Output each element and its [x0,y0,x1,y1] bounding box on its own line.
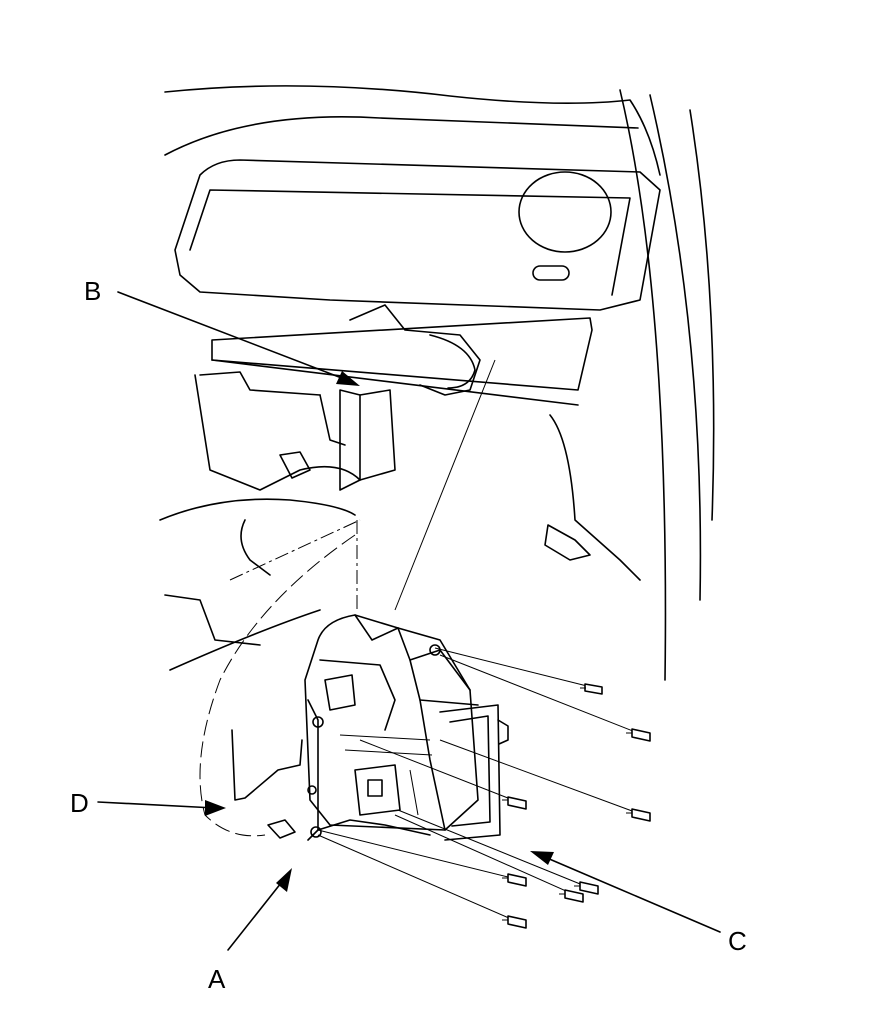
arrowhead-a [276,868,292,892]
wire-clip-bracket [231,729,303,839]
wire-harness-dashed [199,534,356,837]
screw-1 [434,647,603,695]
callout-label-b: B [84,276,101,306]
callout-label-d: D [70,788,89,818]
screw-7 [317,829,527,887]
dashboard-structure [159,85,715,681]
screw-5 [397,809,599,895]
arrowhead-d [205,800,226,816]
arrowhead-c [530,851,554,865]
callout-label-a: A [208,964,226,994]
screw-2 [439,654,651,742]
module-housing [304,614,509,841]
screw-6 [394,814,584,903]
callout-arrows [97,291,721,951]
arrowhead-b [336,371,360,386]
screws [317,647,651,929]
screw-8 [317,834,527,929]
alignment-lines [229,359,496,611]
screw-4 [439,739,651,822]
screw-3 [359,739,527,810]
callout-label-c: C [728,926,747,956]
